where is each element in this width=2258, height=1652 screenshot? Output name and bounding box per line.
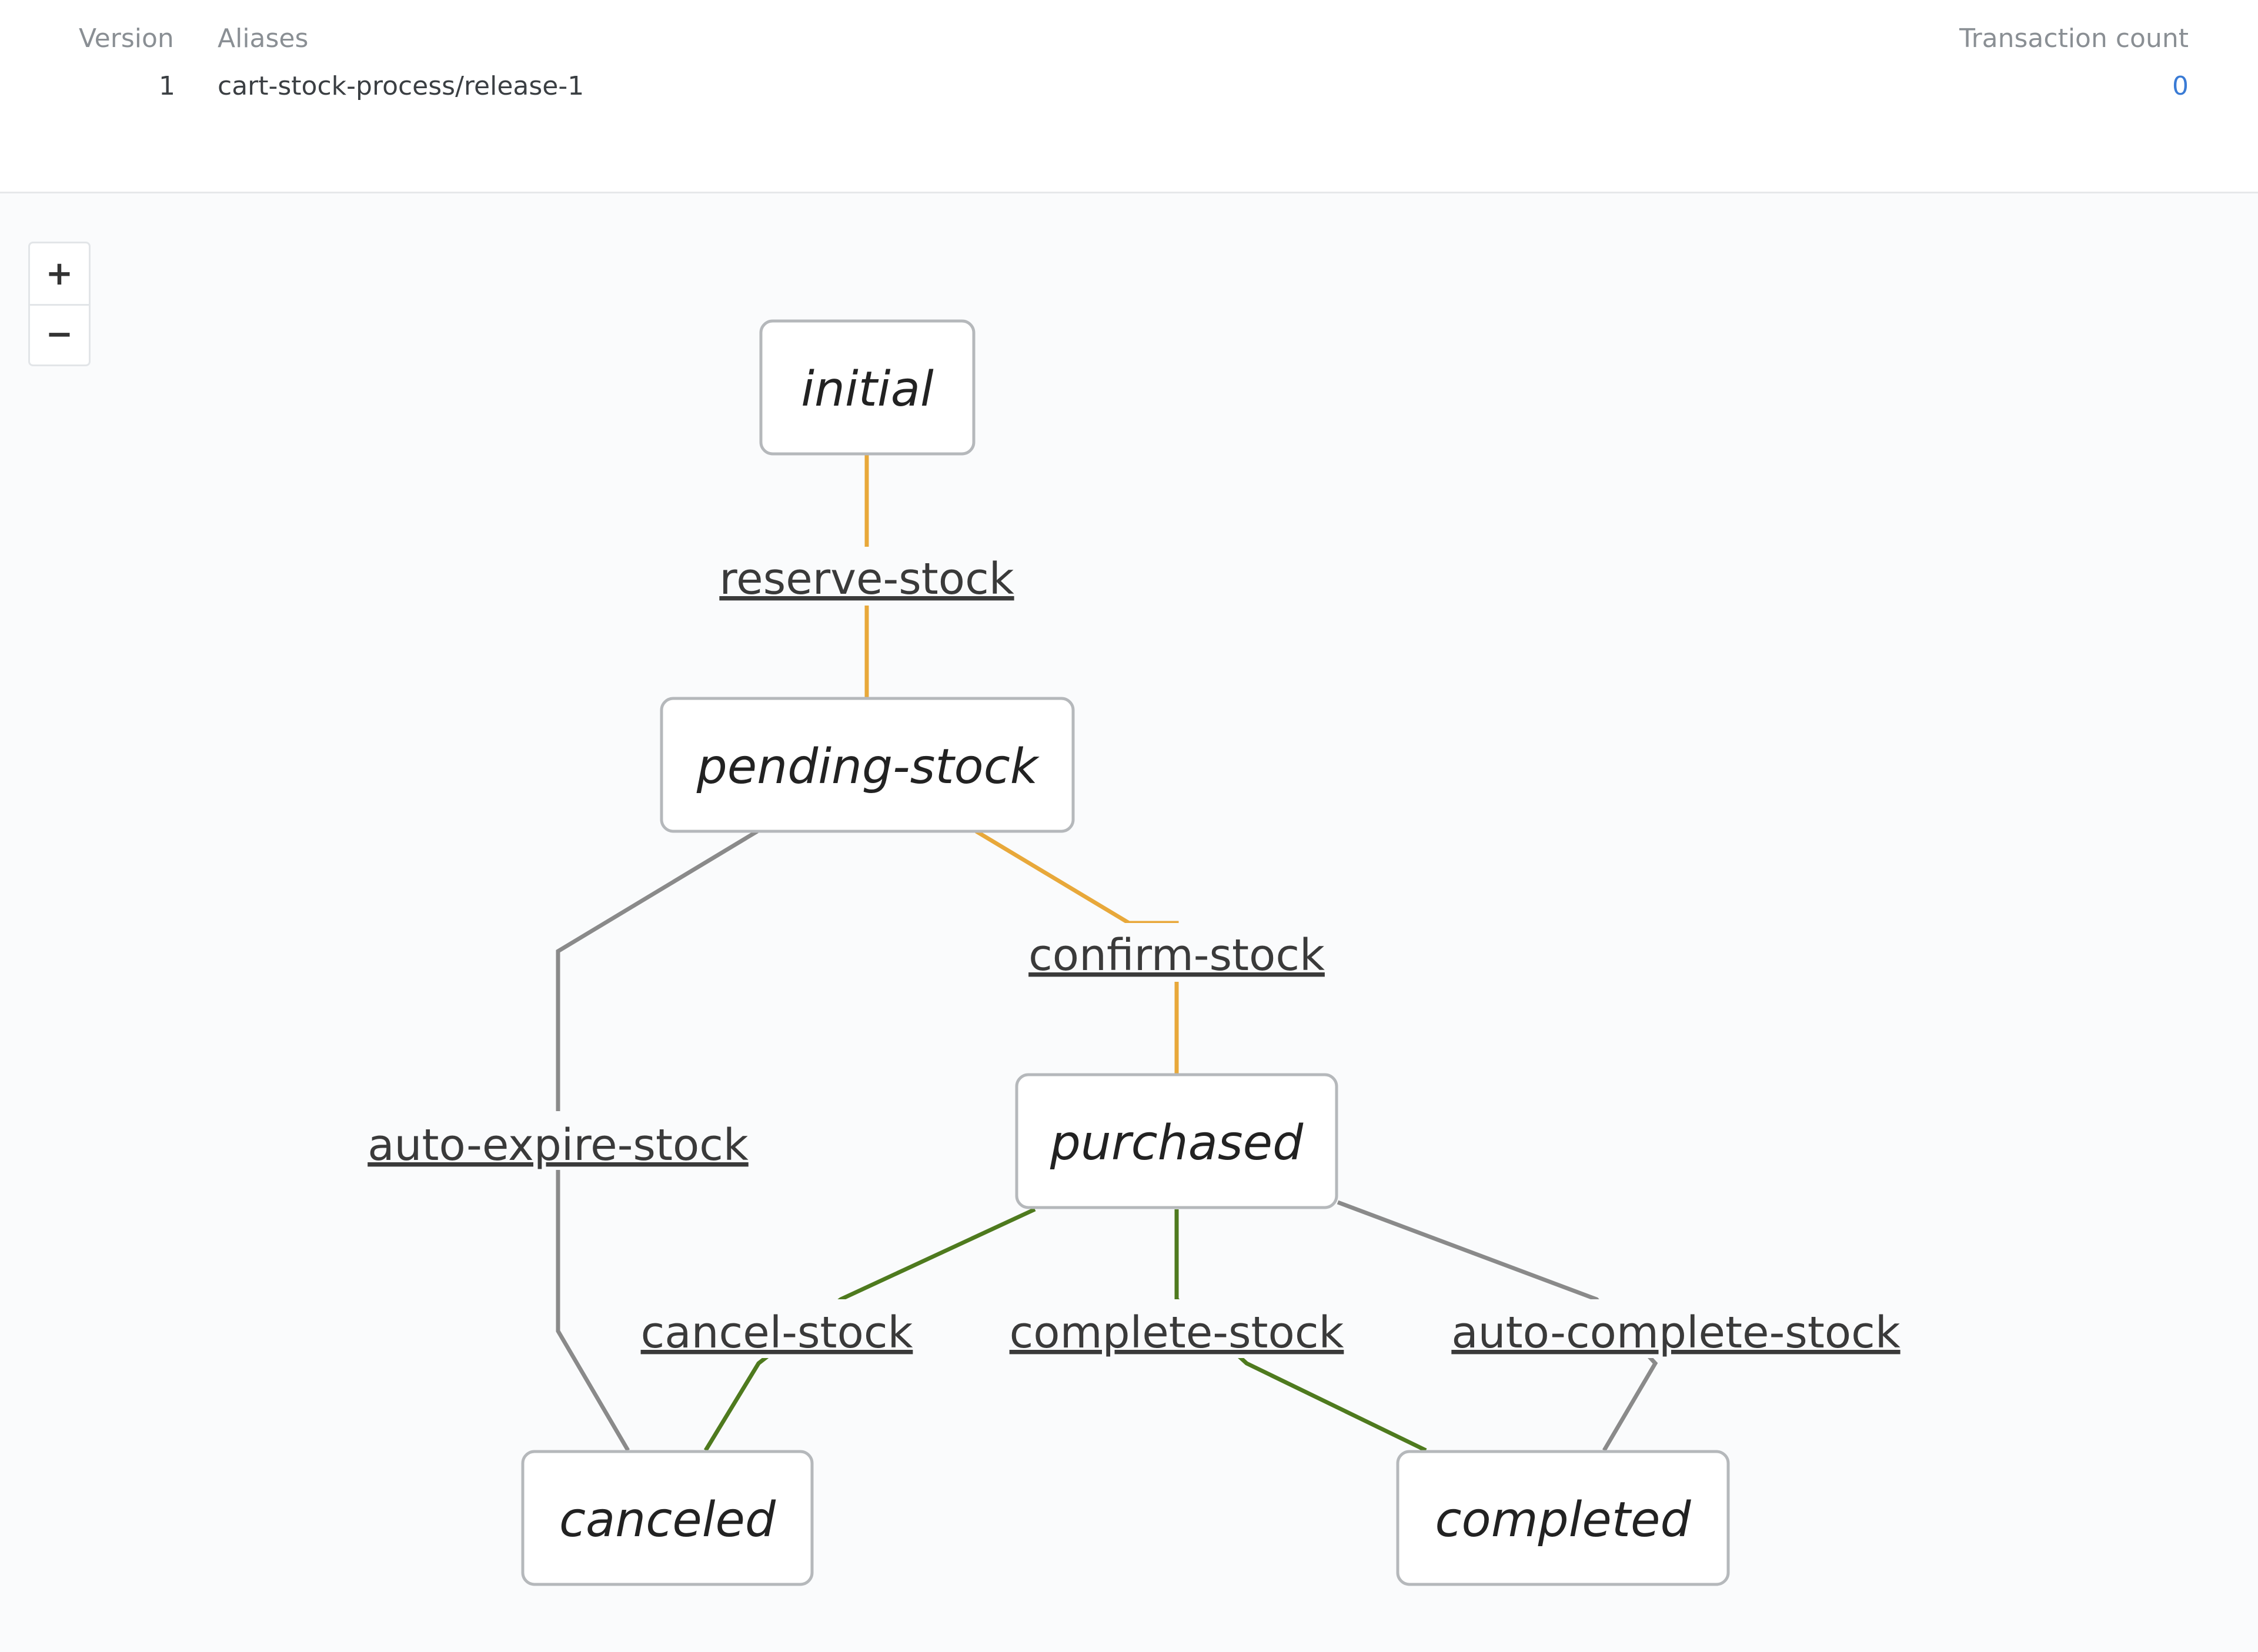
aliases-value: cart-stock-process/release-1 xyxy=(218,71,584,101)
version-value: 1 xyxy=(159,71,175,101)
node-label-canceled: canceled xyxy=(559,1492,776,1548)
edge-label-complete-stock[interactable]: complete-stock xyxy=(1010,1307,1344,1358)
edge-label-auto-expire-stock[interactable]: auto-expire-stock xyxy=(368,1120,749,1171)
node-label-pending-stock: pending-stock xyxy=(696,739,1040,795)
node-label-completed: completed xyxy=(1435,1492,1691,1548)
node-label-purchased: purchased xyxy=(1050,1115,1304,1171)
node-label-initial: initial xyxy=(801,362,934,417)
transaction-count-header: Transaction count xyxy=(1959,24,2189,53)
graph-edge-labels: reserve-stock confirm-stock auto-expire-… xyxy=(341,547,1926,1358)
graph-nodes: initial pending-stock purchased canceled… xyxy=(521,319,1730,1586)
edge-label-auto-complete-stock[interactable]: auto-complete-stock xyxy=(1451,1307,1900,1358)
transaction-count-link[interactable]: 0 xyxy=(2172,71,2189,101)
zoom-control: + − xyxy=(28,242,91,366)
edge-label-confirm-stock[interactable]: confirm-stock xyxy=(1028,930,1325,981)
node-canceled[interactable]: canceled xyxy=(521,1450,814,1586)
edge-label-cancel-stock[interactable]: cancel-stock xyxy=(641,1307,913,1358)
edge-label-reserve-stock[interactable]: reserve-stock xyxy=(719,554,1014,604)
version-header: Version xyxy=(79,24,174,53)
node-completed[interactable]: completed xyxy=(1396,1450,1730,1586)
node-purchased[interactable]: purchased xyxy=(1015,1073,1338,1209)
node-initial[interactable]: initial xyxy=(759,319,976,456)
zoom-out-button[interactable]: − xyxy=(45,315,74,353)
version-info-panel: Version Aliases Transaction count 1 cart… xyxy=(0,0,2258,193)
aliases-header: Aliases xyxy=(218,24,309,53)
node-pending-stock[interactable]: pending-stock xyxy=(660,697,1075,833)
zoom-in-button[interactable]: + xyxy=(30,243,89,306)
